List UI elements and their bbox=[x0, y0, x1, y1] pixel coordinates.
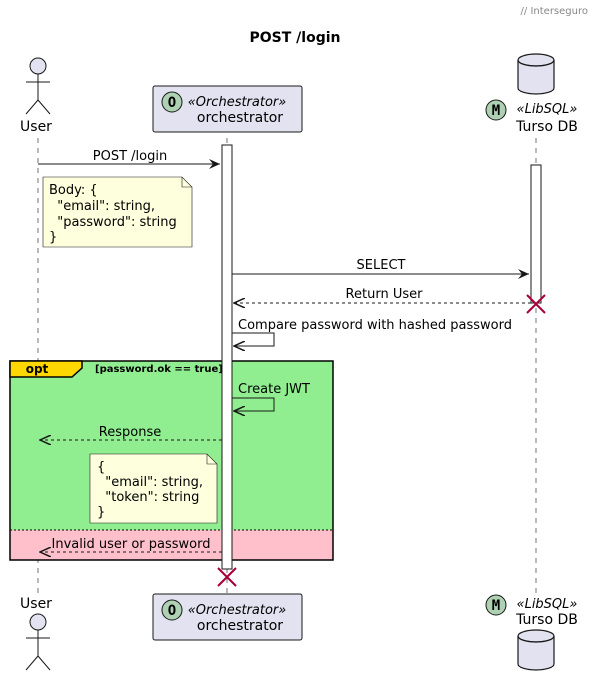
orchestrator-destroy-mark bbox=[217, 567, 237, 587]
db-activation bbox=[530, 164, 542, 304]
db-stereotype: «LibSQL» bbox=[517, 102, 578, 117]
orchestrator-badge-icon bbox=[161, 599, 183, 621]
orchestrator-activation bbox=[221, 144, 233, 570]
user-actor-bottom: User bbox=[20, 596, 52, 671]
select-label: SELECT bbox=[357, 258, 406, 273]
request-body-note: Body: { "email": string, "password": str… bbox=[42, 176, 193, 248]
request-body-line: "password": string bbox=[49, 215, 177, 230]
return-user-label: Return User bbox=[346, 287, 424, 302]
orchestrator-box-bottom: O «Orchestrator» orchestrator bbox=[152, 593, 303, 641]
response-body-note: { "email": string, "token": string } bbox=[89, 453, 218, 524]
database-icon bbox=[517, 53, 555, 95]
request-body-line: "email": string, bbox=[49, 199, 155, 214]
diagram-title: POST /login bbox=[250, 30, 341, 46]
orchestrator-label: orchestrator bbox=[197, 618, 283, 634]
response-body-line: } bbox=[97, 505, 105, 520]
request-body-line: Body: { bbox=[49, 183, 98, 198]
orchestrator-label: orchestrator bbox=[197, 110, 283, 126]
db-participant-top: M «LibSQL» Turso DB bbox=[485, 53, 578, 135]
create-jwt-label: Create JWT bbox=[238, 382, 310, 397]
db-badge-icon bbox=[485, 594, 507, 616]
svg-text:O: O bbox=[168, 603, 176, 619]
response-body-line: { bbox=[97, 460, 105, 475]
orchestrator-box-top: O «Orchestrator» orchestrator bbox=[152, 85, 303, 133]
actor-icon bbox=[29, 57, 47, 75]
svg-text:M: M bbox=[492, 598, 500, 614]
response-body-line: "token": string bbox=[97, 490, 199, 505]
invalid-label: Invalid user or password bbox=[52, 537, 211, 552]
compare-label: Compare password with hashed password bbox=[238, 318, 512, 333]
actor-icon bbox=[29, 613, 47, 631]
db-label: Turso DB bbox=[515, 119, 578, 135]
svg-text:M: M bbox=[492, 103, 500, 119]
user-label: User bbox=[20, 596, 52, 612]
request-body-line: } bbox=[49, 230, 57, 245]
page-header: // Interseguro bbox=[521, 6, 588, 17]
opt-else-region bbox=[10, 530, 333, 560]
user-label: User bbox=[20, 119, 52, 135]
database-icon bbox=[517, 629, 555, 671]
db-label: Turso DB bbox=[515, 612, 578, 628]
compare-self-arrow bbox=[232, 332, 275, 346]
post-login-label: POST /login bbox=[93, 149, 167, 164]
db-participant-bottom: M «LibSQL» Turso DB bbox=[485, 594, 578, 671]
response-body-line: "email": string, bbox=[97, 475, 203, 490]
db-destroy-mark bbox=[526, 294, 546, 314]
db-stereotype: «LibSQL» bbox=[517, 597, 578, 612]
orchestrator-stereotype: «Orchestrator» bbox=[188, 603, 287, 618]
orchestrator-badge-icon bbox=[161, 91, 183, 113]
opt-label-tab bbox=[9, 360, 83, 378]
opt-condition: [password.ok == true] bbox=[95, 364, 223, 375]
opt-keyword: opt bbox=[26, 362, 49, 376]
orchestrator-stereotype: «Orchestrator» bbox=[188, 95, 287, 110]
user-actor-top: User bbox=[20, 57, 52, 135]
create-jwt-self-arrow bbox=[232, 397, 275, 411]
db-badge-icon bbox=[485, 99, 507, 121]
svg-text:O: O bbox=[168, 95, 176, 111]
response-label: Response bbox=[99, 425, 161, 440]
opt-frame bbox=[9, 360, 334, 561]
